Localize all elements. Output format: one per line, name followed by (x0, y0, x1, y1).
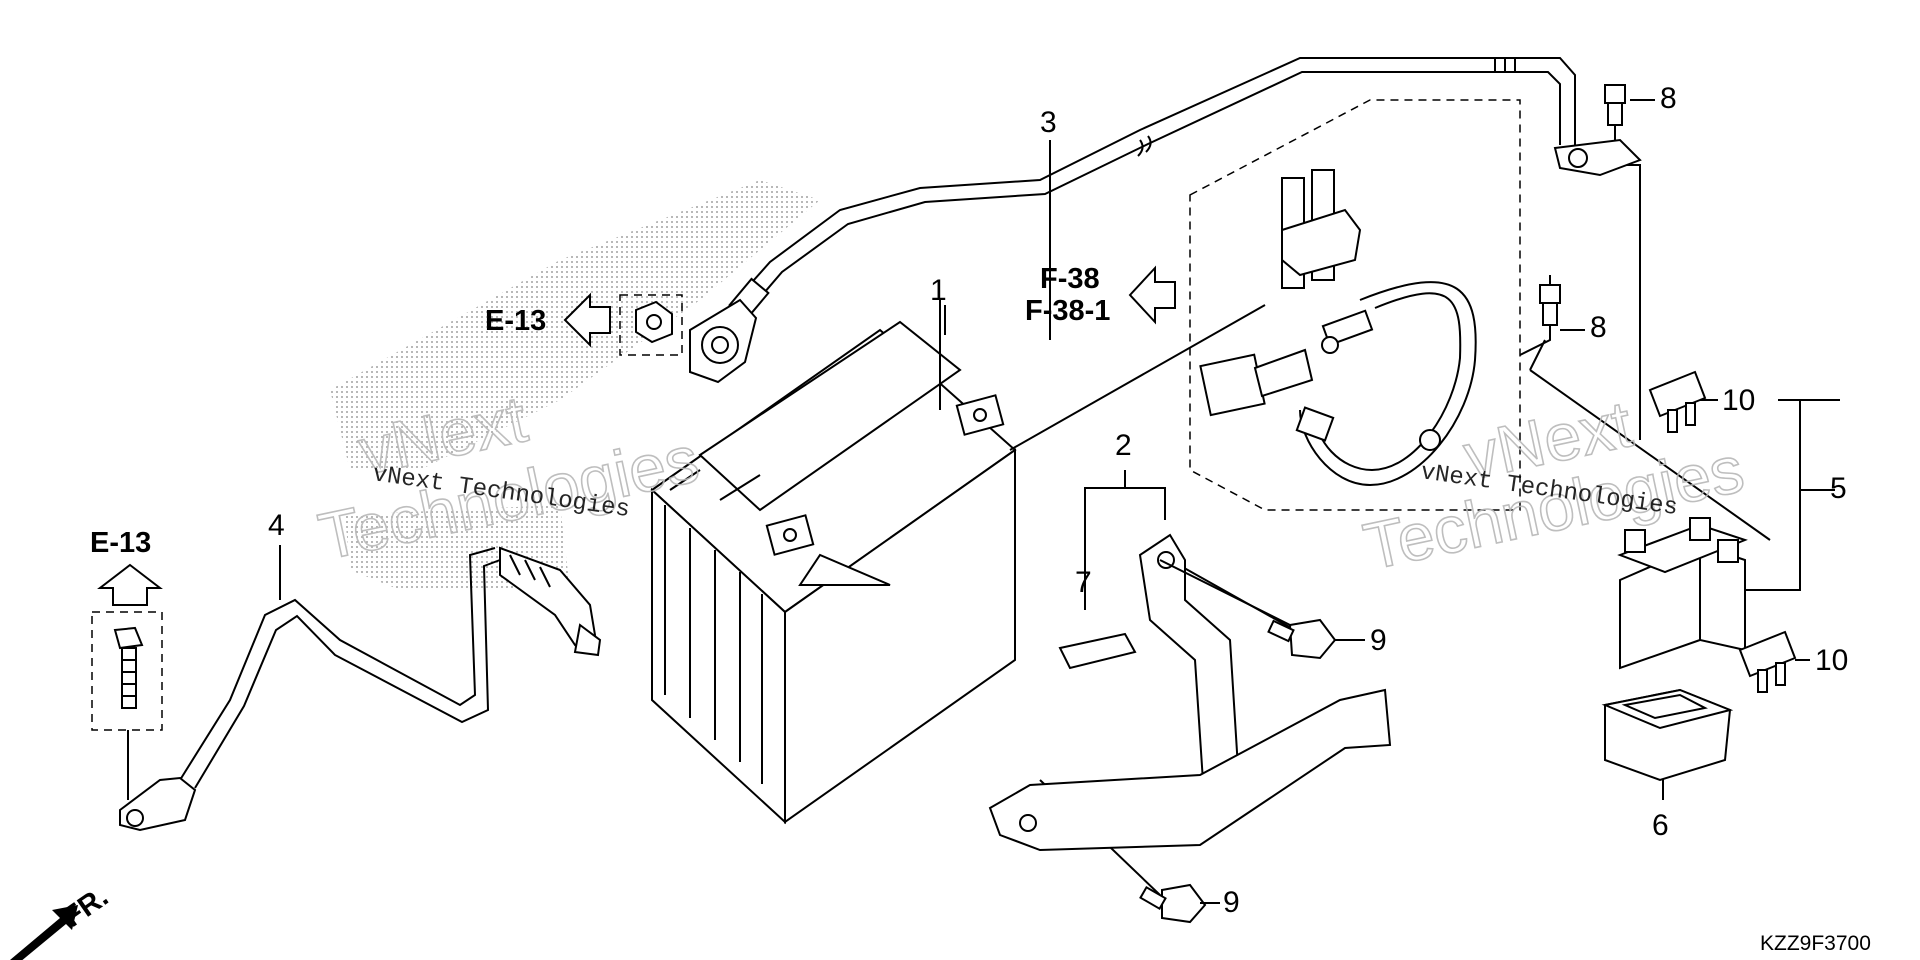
callout-3: 3 (1040, 106, 1057, 139)
relay-cover (1601, 688, 1734, 782)
callout-6: 6 (1652, 809, 1669, 842)
ground-cable (119, 546, 602, 832)
callout-8-mid: 8 (1590, 311, 1607, 344)
sub-harness (1295, 281, 1477, 487)
callout-2: 2 (1115, 429, 1132, 462)
connector-cover (1281, 169, 1362, 289)
callout-9-upper: 9 (1370, 624, 1387, 657)
fuse-10-top (1648, 370, 1707, 433)
battery-bracket (988, 533, 1392, 852)
callout-4: 4 (268, 509, 285, 542)
screw-9-lower (1139, 883, 1207, 924)
ground-bolt (91, 611, 163, 800)
ref-e13-left: E-13 (485, 305, 546, 337)
callout-10-top: 10 (1722, 384, 1755, 417)
callout-7: 7 (1075, 566, 1092, 599)
dashed-group-box (1189, 99, 1521, 511)
starter-relay (1617, 517, 1748, 670)
flange-nut (619, 294, 683, 356)
fuse-holder (1199, 348, 1314, 417)
cable-bracket (1553, 138, 1642, 177)
front-arrow (10, 905, 78, 960)
ref-arrow-left-f38 (1128, 265, 1176, 325)
fuse-10-bottom (1738, 630, 1797, 693)
main-cable (728, 57, 1576, 321)
battery (650, 320, 1017, 825)
screw-9-upper (1159, 559, 1337, 660)
ref-e13-top: E-13 (90, 527, 151, 559)
ref-arrow-up (97, 563, 163, 606)
callout-5: 5 (1830, 472, 1847, 505)
ref-front: FR. (58, 881, 115, 934)
ref-f38: F-38 (1040, 263, 1100, 295)
callout-8-top: 8 (1660, 82, 1677, 115)
callout-9-lower: 9 (1223, 886, 1240, 919)
callout-1: 1 (930, 274, 947, 307)
ref-f38-1: F-38-1 (1025, 295, 1110, 327)
callout-leaders (279, 99, 1810, 904)
bolt-8-mid (1539, 284, 1561, 326)
cable-ring-terminal (689, 298, 758, 384)
rubber-pad (1058, 632, 1137, 670)
callout-10-bottom: 10 (1815, 644, 1848, 677)
bolt-8-top (1604, 84, 1626, 165)
ref-arrow-left (563, 292, 611, 348)
diagram-code: KZZ9F3700 (1760, 932, 1871, 955)
